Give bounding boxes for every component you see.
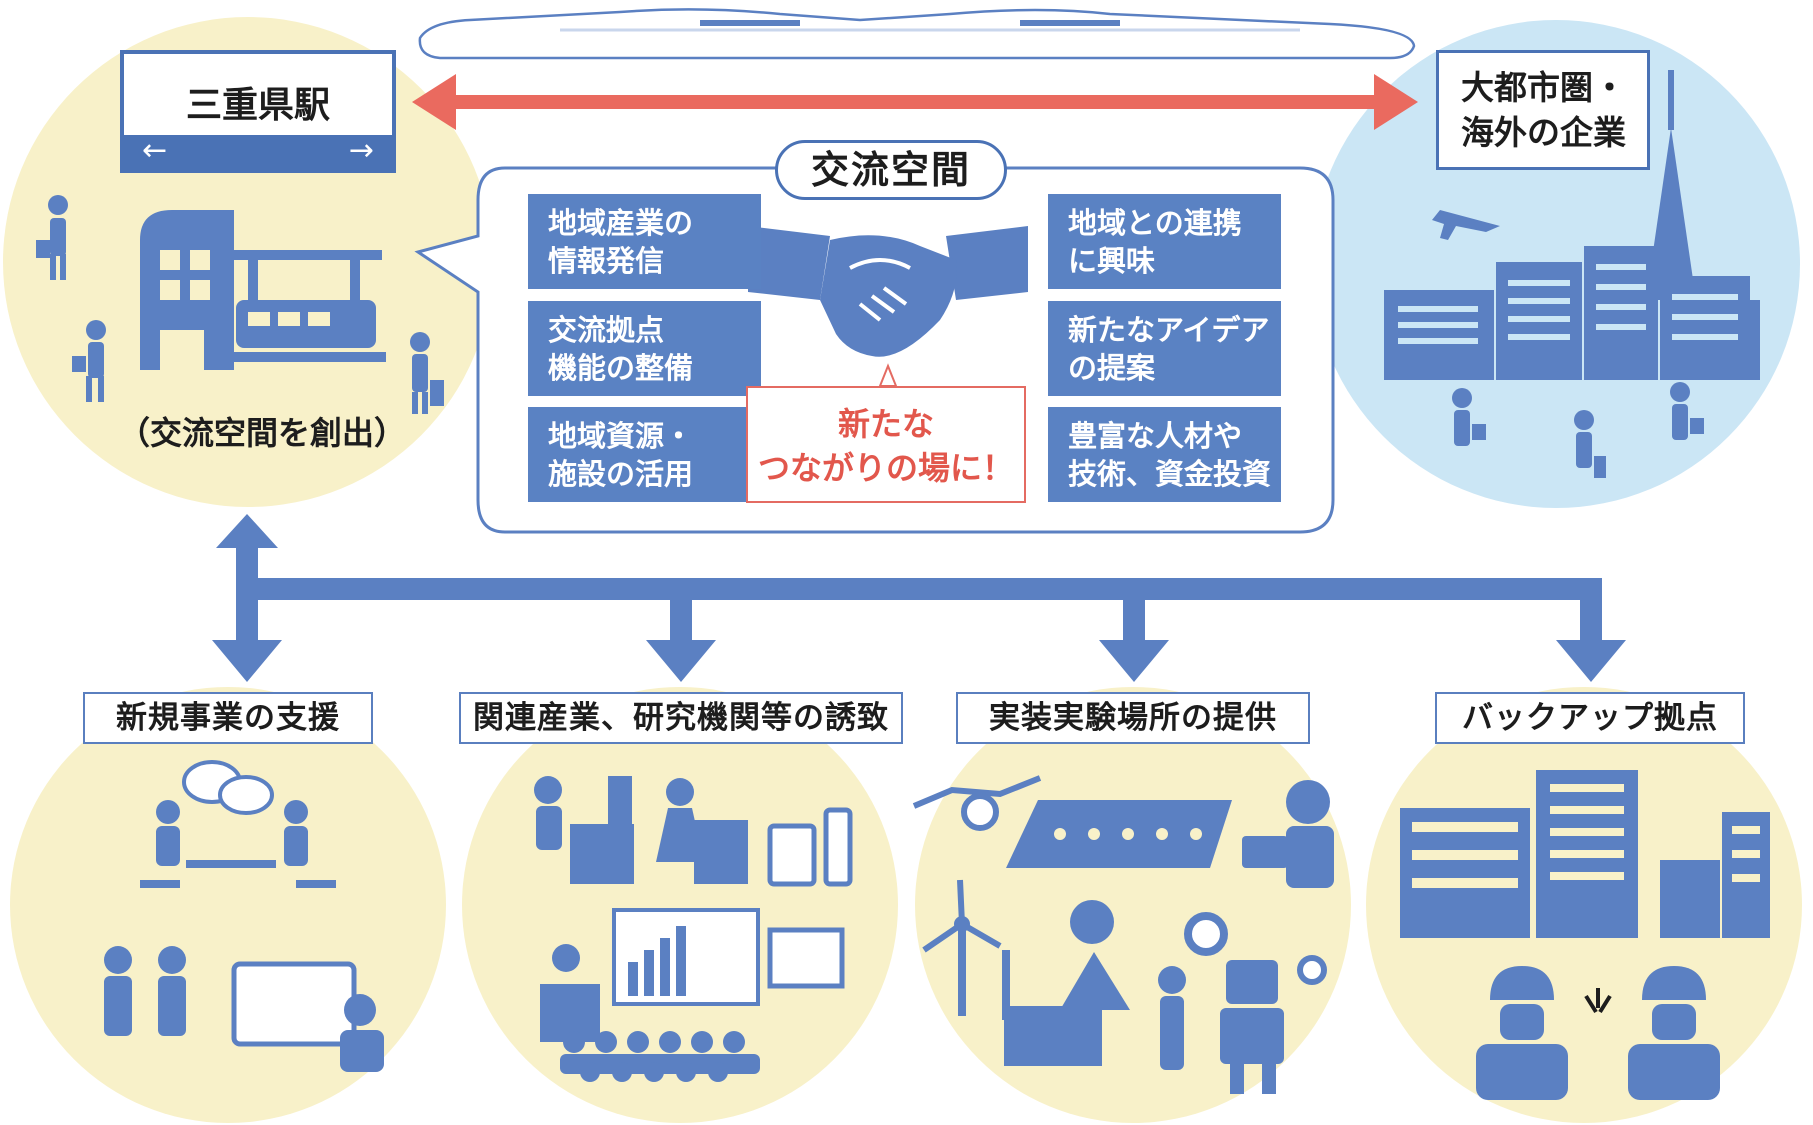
handshake-icon [748,226,1028,357]
right-box-2-line2: の提案 [1068,351,1156,385]
backup-icons [1400,770,1770,1100]
train-icon [418,8,1416,60]
left-box-2-line2: 機能の整備 [548,351,694,385]
red-double-arrow [412,74,1418,130]
right-box-3: 豊富な人材や 技術、資金投資 [1048,407,1281,502]
arrow-left-icon: ← [142,133,168,168]
new-connections-callout: 新たな つながりの場に！ [746,386,1026,503]
right-box-3-line2: 技術、資金投資 [1068,457,1272,491]
exchange-title: 交流空間 [775,140,1007,200]
left-box-2-line1: 交流拠点 [548,313,665,347]
label-backup-base: バックアップ拠点 [1435,692,1745,744]
left-box-1: 地域産業の 情報発信 [528,194,761,289]
right-box-1: 地域との連携 に興味 [1048,194,1281,289]
station-caption: （交流空間を創出） [118,414,407,452]
right-box-2-line1: 新たなアイデア [1068,313,1270,347]
label-testbed-provision: 実装実験場所の提供 [956,692,1310,744]
right-box-1-line1: 地域との連携 [1068,206,1242,240]
connector-lines [212,514,1626,682]
meeting-icons [104,760,384,1072]
label-new-business-support: 新規事業の支援 [83,692,373,744]
station-building-icon [140,210,386,370]
traveler-icons-left [36,195,444,414]
callout-line1: 新たな [837,405,934,443]
testbed-icons [912,775,1334,1094]
testbed-circle [915,687,1351,1123]
left-box-3-line1: 地域資源・ [548,419,694,453]
metropolis-label-line2: 海外の企業 [1461,113,1626,152]
label-research-attraction: 関連産業、研究機関等の誘致 [459,692,903,744]
right-box-1-line2: に興味 [1068,244,1156,278]
station-sign: 三重県駅 ← → [120,50,396,173]
left-box-2: 交流拠点 機能の整備 [528,301,761,396]
callout-line2: つながりの場に！ [757,449,1014,487]
research-icons [534,776,853,1082]
left-box-3: 地域資源・ 施設の活用 [528,407,761,502]
right-box-3-line1: 豊富な人材や [1068,419,1243,453]
station-name: 三重県駅 [185,85,330,126]
arrow-right-icon: → [348,133,374,168]
metropolis-label-line1: 大都市圏・ [1461,68,1626,107]
right-box-2: 新たなアイデア の提案 [1048,301,1281,396]
metropolis-label: 大都市圏・ 海外の企業 [1436,50,1650,170]
station-sign-bar: ← → [124,135,392,169]
city-skyline-icon [1384,70,1760,478]
left-box-3-line2: 施設の活用 [548,457,694,491]
left-box-1-line2: 情報発信 [548,244,665,278]
left-box-1-line1: 地域産業の [548,206,694,240]
